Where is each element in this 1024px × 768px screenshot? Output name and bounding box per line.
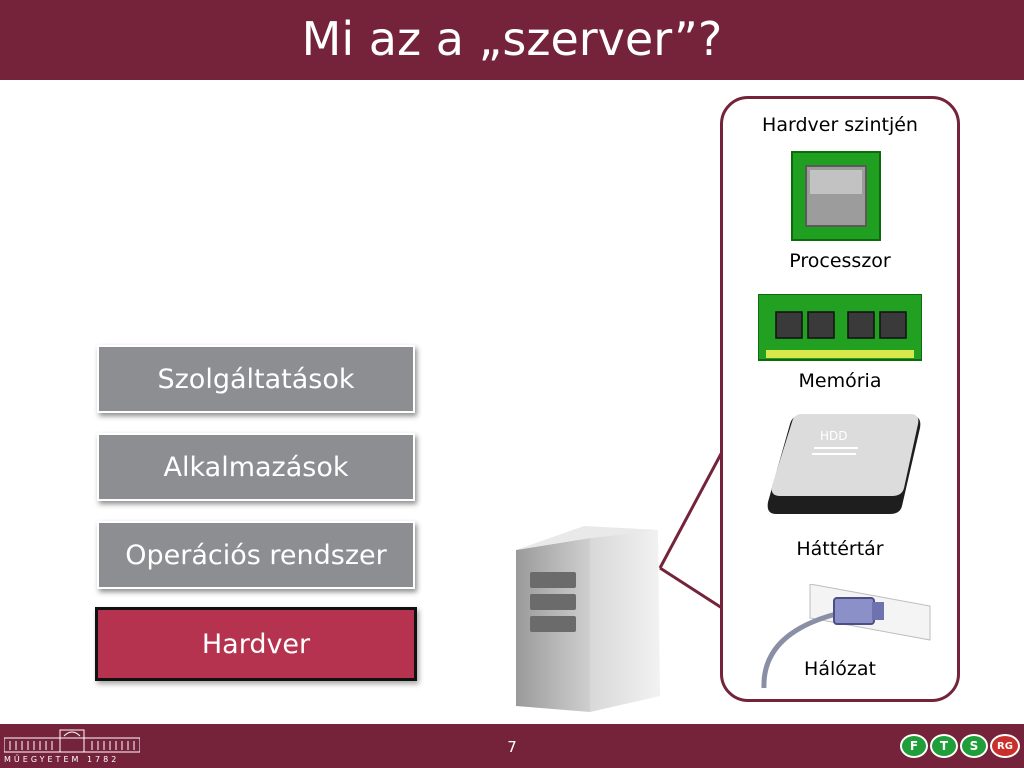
logo-rg-icon: RG (990, 734, 1020, 758)
network-icon (761, 584, 931, 689)
label-processor: Processzor (789, 250, 891, 272)
layer-hardware: Hardver (95, 607, 417, 681)
label-network: Hálózat (804, 658, 876, 680)
layer-applications: Alkalmazások (97, 433, 415, 501)
logo-s-icon: S (960, 734, 988, 758)
label-memory: Memória (798, 370, 882, 392)
slide-title: Mi az a „szerver”? (301, 12, 723, 66)
label-storage: Háttértár (796, 538, 884, 560)
footer-bar (0, 724, 1024, 768)
panel-heading: Hardver szintjén (762, 114, 918, 136)
callout-lines (658, 451, 724, 610)
university-logo-text: MŰEGYETEM 1782 (4, 755, 120, 764)
hdd-icon: HDD (767, 414, 921, 514)
layer-operating-system: Operációs rendszer (97, 521, 415, 589)
title-bar (0, 0, 1024, 80)
page-number: 7 (507, 738, 517, 756)
memory-icon (758, 294, 922, 361)
logo-f-icon: F (900, 734, 928, 758)
cpu-icon (791, 151, 881, 241)
server-tower-icon (516, 526, 660, 712)
hdd-marking: HDD (820, 429, 848, 443)
logo-t-icon: T (930, 734, 958, 758)
layer-services: Szolgáltatások (97, 345, 415, 413)
university-building-logo-icon (4, 729, 140, 753)
